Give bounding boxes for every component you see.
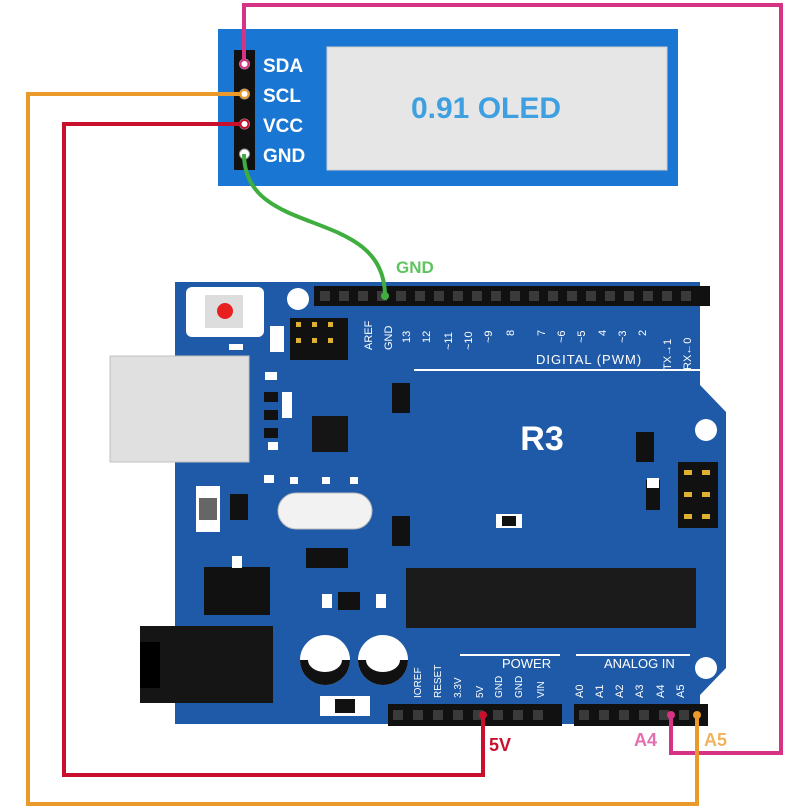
pin-label: A2 — [614, 685, 626, 698]
oled-pin-label-scl: SCL — [263, 86, 301, 107]
dc-jack-opening — [140, 642, 160, 688]
usb-chip — [312, 416, 348, 452]
pin-label: A1 — [594, 685, 606, 698]
voltage-regulator — [204, 567, 270, 615]
pin-label: ~3 — [617, 330, 629, 343]
pin-label: ~11 — [443, 332, 455, 350]
pin-label: 7 — [536, 330, 548, 336]
pin-label: GND — [383, 326, 395, 351]
pin-label: VIN — [536, 681, 547, 698]
digital-pwm-label: DIGITAL (PWM) — [536, 352, 642, 367]
reset-button — [217, 303, 233, 319]
pin-label: 3.3V — [453, 677, 464, 698]
pin-label: 4 — [597, 330, 609, 336]
pin-label: A3 — [634, 685, 646, 698]
pin-label: ~9 — [483, 330, 495, 343]
mounting-hole — [287, 288, 309, 310]
pin-label: RESET — [433, 665, 444, 698]
oled-pin-label-gnd: GND — [263, 146, 305, 167]
usb-port — [109, 355, 250, 463]
pin-label: ~5 — [576, 330, 588, 343]
pin-label: 2 — [637, 330, 649, 336]
wire-sda — [242, 3, 783, 755]
wires — [26, 3, 783, 806]
crystal-oscillator — [277, 492, 373, 530]
oled-pin-label-vcc: VCC — [263, 116, 303, 137]
pin-label: RX←0 — [682, 338, 694, 370]
analog-pin-labels: A0 A1 A2 A3 A4 A5 — [574, 685, 687, 698]
oled-pin-header — [234, 50, 255, 170]
gnd-wire-label: GND — [396, 258, 434, 277]
oled-display-label: 0.91 OLED — [411, 92, 561, 125]
dc-power-jack — [140, 626, 273, 703]
oled-pin-label-sda: SDA — [263, 56, 303, 77]
wire-gnd — [242, 153, 387, 297]
pin-label: 5V — [475, 685, 486, 698]
pin-label: ~10 — [463, 331, 475, 350]
a4-wire-label: A4 — [634, 730, 657, 750]
oled-module: 0.91 OLED SDA SCL VCC GND — [218, 29, 678, 186]
pin-label: GND — [494, 676, 505, 698]
digital-pin-labels: AREF GND 13 12 ~11 ~10 ~9 8 7 ~6 ~5 4 ~3… — [363, 320, 694, 370]
power-label: POWER — [502, 656, 551, 671]
arduino-board: R3 AREF GND 13 12 ~11 ~10 ~9 8 7 ~6 — [109, 282, 726, 726]
a5-wire-label: A5 — [704, 730, 727, 750]
mounting-hole — [695, 657, 717, 679]
mounting-hole — [695, 419, 717, 441]
microcontroller-chip — [406, 568, 696, 628]
pin-label: 8 — [505, 330, 517, 336]
pin-label: TX→1 — [662, 339, 674, 370]
power-pin-labels: IOREF RESET 3.3V 5V GND GND VIN — [413, 665, 547, 698]
board-name-label: R3 — [520, 420, 563, 458]
pin-label: A0 — [574, 685, 586, 698]
pin-label: ~6 — [556, 330, 568, 343]
pin-label: A5 — [675, 685, 687, 698]
pin-label: GND — [514, 676, 525, 698]
wire-scl — [26, 92, 699, 806]
five-v-wire-label: 5V — [489, 735, 511, 755]
pin-label: AREF — [363, 320, 375, 350]
pin-label: 12 — [421, 331, 433, 343]
pin-label: A4 — [655, 685, 667, 698]
pin-label: IOREF — [413, 667, 424, 698]
oled-screen — [326, 46, 668, 171]
pin-label: 13 — [401, 331, 413, 343]
analog-in-label: ANALOG IN — [604, 656, 675, 671]
wire-vcc — [62, 122, 485, 777]
